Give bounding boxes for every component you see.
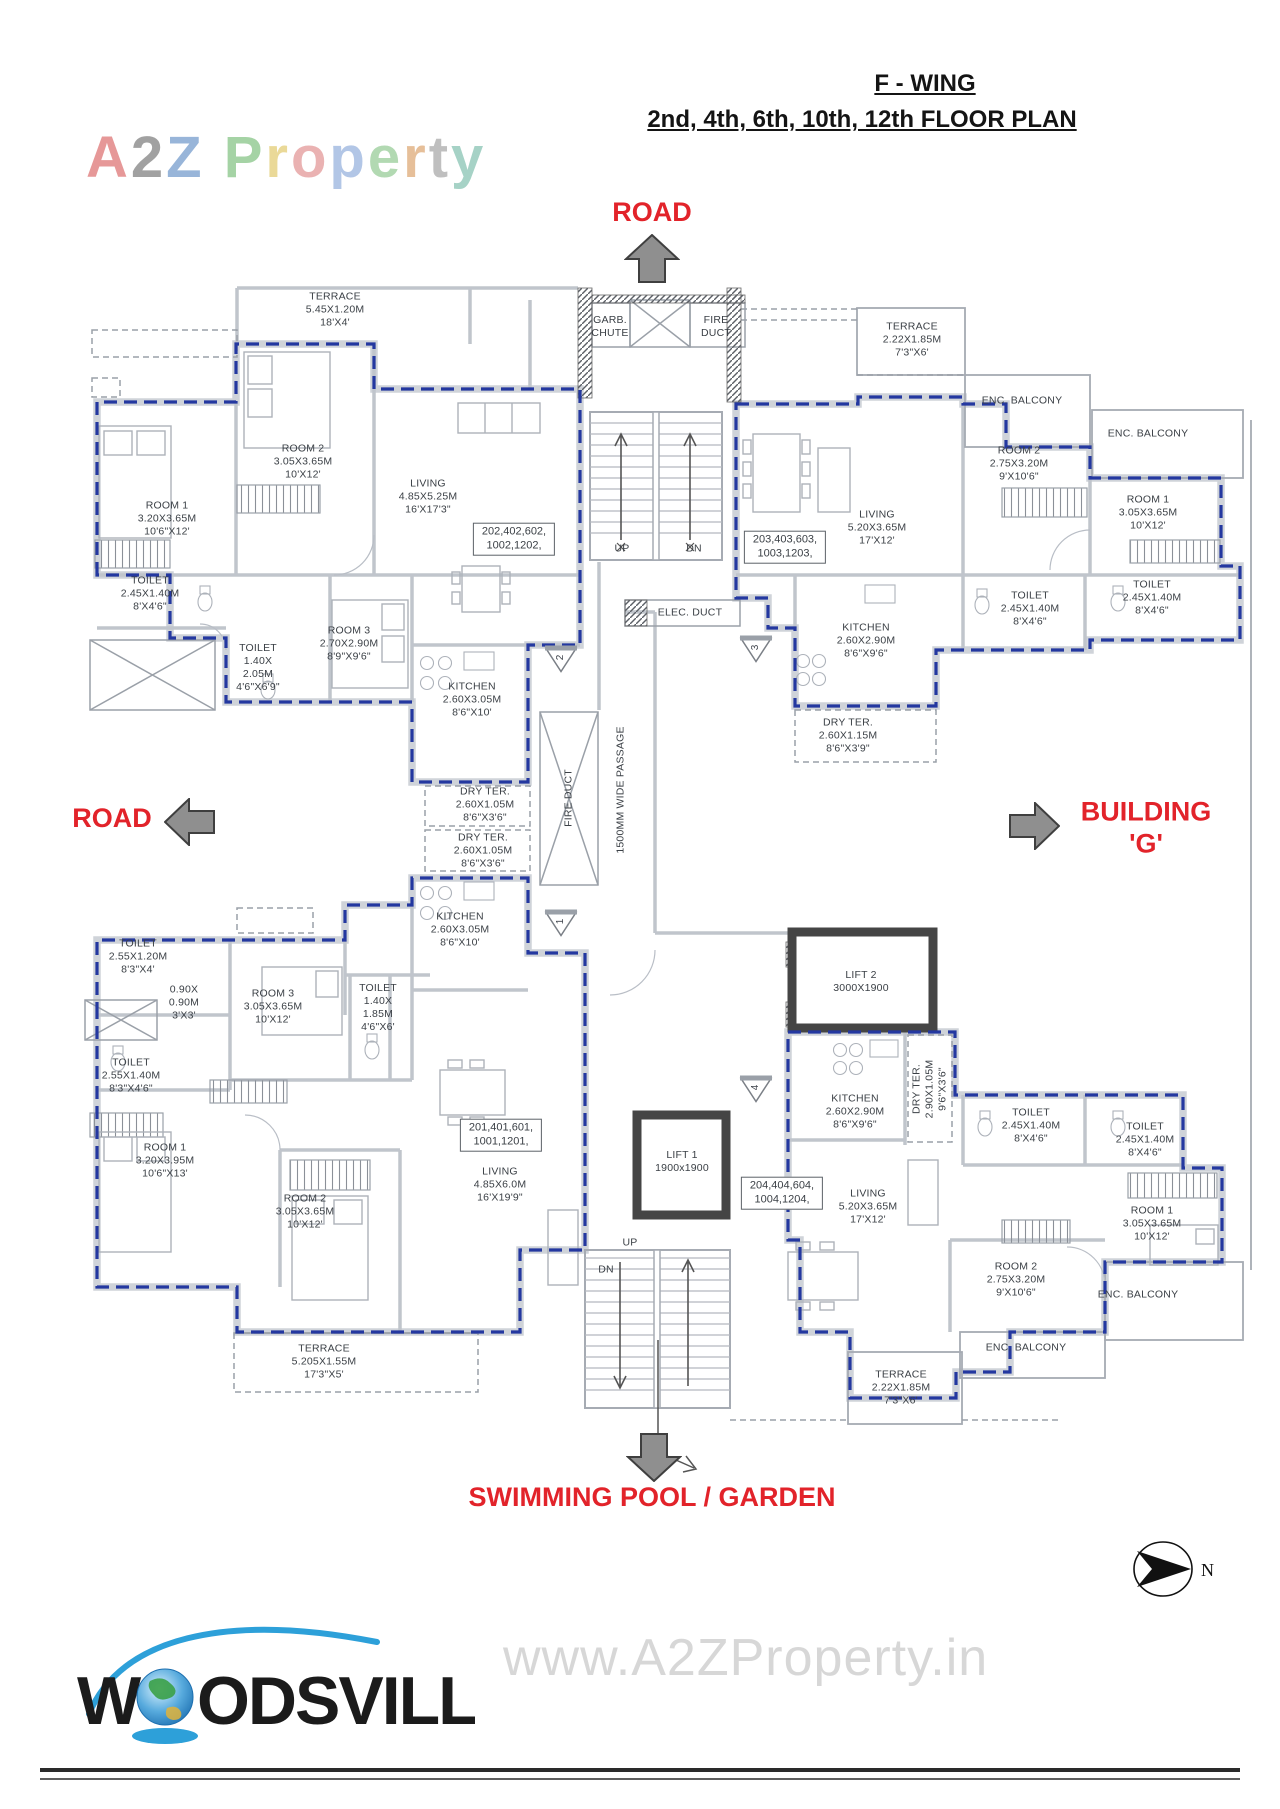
north-compass: N <box>1125 1535 1235 1610</box>
road-label-top: ROAD <box>612 196 692 227</box>
north-arrow-icon <box>1137 1551 1191 1587</box>
swimming-pool-garden-label: SWIMMING POOL / GARDEN <box>468 1481 836 1512</box>
road-left-arrow <box>163 796 216 851</box>
watermark-letter: o <box>290 125 330 190</box>
furniture <box>89 351 1221 1311</box>
watermark-letter: A <box>86 125 131 190</box>
woodsville-logo: W ODSVILLE <box>75 1596 523 1761</box>
lift-2 <box>787 927 938 1033</box>
plan-title-floors: 2nd, 4th, 6th, 10th, 12th FLOOR PLAN <box>647 106 1077 133</box>
globe-land <box>148 1678 176 1700</box>
a2zproperty-url-watermark: www.A2ZProperty.in <box>503 1629 989 1687</box>
watermark-letter: r <box>403 125 429 190</box>
staircase-top <box>589 411 723 561</box>
page-frame <box>40 1768 1240 1780</box>
brand-letters-rest: ODSVILLE <box>197 1663 475 1739</box>
compass-north-label: N <box>1201 1560 1214 1580</box>
building-g-arrow <box>1008 800 1061 855</box>
watermark-letter: t <box>428 125 452 190</box>
a2z-property-watermark: A2Z Property <box>86 124 486 191</box>
logo-swoosh-icon <box>86 1626 380 1717</box>
watermark-letter: Z <box>166 125 205 190</box>
road-label-left: ROAD <box>72 802 152 833</box>
lift-1 <box>632 1110 731 1220</box>
watermark-letter: r <box>265 125 291 190</box>
compass-circle <box>1133 1541 1193 1597</box>
building-g-label: BUILDING 'G' <box>1081 796 1212 861</box>
building-g-line2: 'G' <box>1129 829 1163 859</box>
swimming-pool-arrow <box>625 1432 683 1487</box>
watermark-letter: P <box>223 125 266 190</box>
unit-boundaries <box>95 342 1242 1400</box>
watermark-letter: e <box>367 125 404 190</box>
watermark-letter: 2 <box>130 125 167 190</box>
building-g-line1: BUILDING <box>1080 796 1212 827</box>
watermark-letter: y <box>451 125 487 190</box>
globe-land-2 <box>165 1706 182 1720</box>
brand-letter-w: W <box>77 1663 142 1739</box>
plan-title-wing: F - WING <box>874 70 976 97</box>
road-top-arrow <box>623 233 681 289</box>
hatched-walls <box>577 287 797 1124</box>
logo-base-ellipse <box>132 1728 198 1744</box>
watermark-letter <box>205 125 224 190</box>
watermark-letter: p <box>329 125 368 190</box>
